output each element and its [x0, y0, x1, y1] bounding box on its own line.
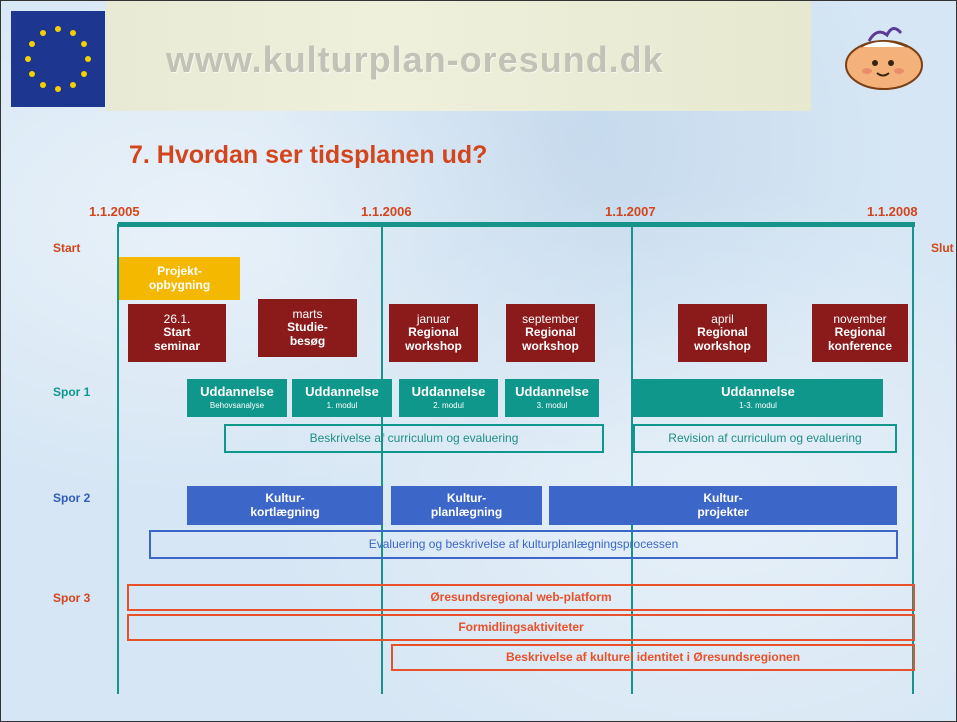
milestone-november-konference: november Regional konference	[812, 304, 908, 362]
module-title: Uddannelse	[721, 383, 795, 399]
milestone-line: Start	[163, 325, 191, 340]
spor1-module-2: Uddannelse 2. modul	[399, 379, 498, 417]
revision-text: Revision af curriculum og evaluering	[668, 430, 862, 445]
bar-line: projekter	[697, 504, 749, 519]
milestone-date: januar	[416, 312, 451, 327]
spor1-label: Spor 1	[53, 385, 91, 399]
eu-flag-icon	[11, 11, 105, 107]
bar-line: Kultur-	[703, 491, 743, 506]
spor1-module-1: Uddannelse 1. modul	[292, 379, 392, 417]
date-label-2006: 1.1.2006	[361, 204, 412, 219]
bar-line: Kultur-	[446, 491, 487, 506]
milestone-line: Projekt-	[157, 264, 202, 279]
timeline-bar	[118, 222, 915, 227]
milestone-line: Regional	[834, 325, 886, 340]
timeline-divider-2005	[117, 224, 119, 694]
platform-text: Øresundsregional web-platform	[430, 589, 612, 604]
milestone-line: konference	[827, 338, 893, 353]
baby-mascot-icon	[839, 17, 929, 97]
spor3-label: Spor 3	[53, 591, 91, 605]
end-label: Slut	[931, 241, 954, 255]
module-subtitle: 1. modul	[326, 401, 358, 411]
formidling-text: Formidlingsaktiviteter	[458, 619, 584, 634]
milestone-line: workshop	[522, 338, 579, 353]
milestone-date: april	[711, 312, 734, 327]
milestone-date: september	[522, 312, 579, 327]
milestone-date: marts	[292, 307, 323, 322]
milestone-line: seminar	[153, 338, 201, 353]
page-title: 7. Hvordan ser tidsplanen ud?	[129, 141, 488, 169]
spor2-label: Spor 2	[53, 491, 91, 505]
milestone-line: opbygning	[148, 277, 211, 292]
milestone-studiebesoeg: marts Studie- besøg	[258, 299, 357, 357]
milestone-january-workshop: januar Regional workshop	[389, 304, 478, 362]
spor2-evaluering-box: Evaluering og beskrivelse af kulturplanl…	[149, 530, 898, 559]
timeline-divider-2008	[912, 224, 914, 694]
spor1-module-1-3: Uddannelse 1-3. modul	[633, 379, 883, 417]
spor3-formidling-box: Formidlingsaktiviteter	[127, 614, 915, 641]
module-subtitle: 2. modul	[433, 401, 464, 411]
module-subtitle: 3. modul	[536, 401, 568, 411]
milestone-date: 26.1.	[163, 312, 191, 327]
timeline-divider-2006	[381, 224, 383, 694]
spor2-kulturkortlaegning: Kultur- kortlægning	[187, 486, 383, 525]
timeline-divider-2007	[631, 224, 633, 694]
spor2-kulturplanlaegning: Kultur- planlægning	[391, 486, 542, 525]
bar-line: kortlægning	[250, 504, 320, 519]
start-label: Start	[53, 241, 81, 255]
milestone-line: workshop	[405, 338, 462, 353]
spor3-identitet-box: Beskrivelse af kulturel identitet i Øres…	[391, 644, 915, 671]
spor2-kulturprojekter: Kultur- projekter	[549, 486, 897, 525]
curriculum-text: Beskrivelse af curriculum og evaluering	[309, 430, 519, 445]
spor1-revision-box: Revision af curriculum og evaluering	[633, 424, 897, 453]
spor1-module-3: Uddannelse 3. modul	[505, 379, 599, 417]
bar-line: Kultur-	[265, 491, 305, 506]
header-band	[106, 1, 811, 111]
milestone-line: Regional	[525, 325, 576, 340]
website-url: www.kulturplan-oresund.dk	[166, 39, 664, 80]
milestone-april-workshop: april Regional workshop	[678, 304, 767, 362]
date-label-2007: 1.1.2007	[605, 204, 656, 219]
module-title: Uddannelse	[305, 383, 379, 399]
module-title: Uddannelse	[200, 383, 274, 399]
milestone-september-workshop: september Regional workshop	[506, 304, 595, 362]
spor3-web-platform-box: Øresundsregional web-platform	[127, 584, 915, 611]
milestone-line: workshop	[694, 338, 751, 353]
milestone-line: Studie-	[287, 320, 328, 335]
bar-line: planlægning	[430, 504, 503, 519]
milestone-line: Regional	[697, 325, 748, 340]
date-label-2005: 1.1.2005	[89, 204, 140, 219]
evaluering-text: Evaluering og beskrivelse af kulturplanl…	[368, 536, 679, 551]
milestone-line: besøg	[289, 333, 326, 348]
identitet-text: Beskrivelse af kulturel identitet i Øres…	[505, 649, 801, 664]
milestone-projekt-opbygning: Projekt- opbygning	[119, 257, 240, 300]
module-title: Uddannelse	[411, 383, 486, 399]
milestone-start-seminar: 26.1. Start seminar	[128, 304, 226, 362]
module-subtitle: 1-3. modul	[739, 401, 777, 411]
milestone-line: Regional	[408, 325, 459, 340]
module-subtitle: Behovsanalyse	[209, 401, 265, 411]
date-label-2008: 1.1.2008	[867, 204, 918, 219]
module-title: Uddannelse	[515, 383, 589, 399]
spor1-curriculum-box: Beskrivelse af curriculum og evaluering	[224, 424, 604, 453]
milestone-date: november	[833, 312, 887, 327]
spor1-module-behovsanalyse: Uddannelse Behovsanalyse	[187, 379, 287, 417]
